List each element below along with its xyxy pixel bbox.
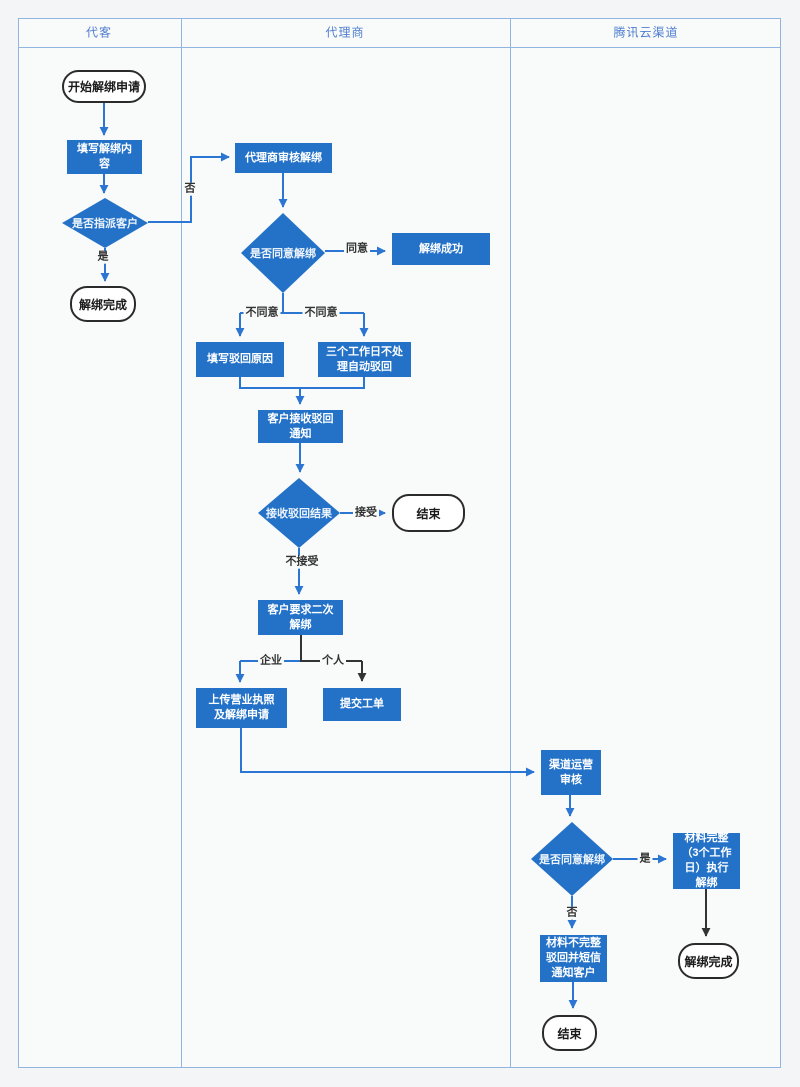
- node-label: 代理商审核解绑: [245, 151, 322, 164]
- edge-label-agree: 同意: [344, 242, 370, 256]
- node-unbind-success: 解绑成功: [392, 233, 490, 265]
- node-upload-license: 上传营业执照 及解绑申请: [196, 688, 287, 728]
- node-material-complete: 材料完整 （3个工作 日）执行 解绑: [673, 832, 740, 889]
- node-auto-reject: 三个工作日不处 理自动驳回: [318, 342, 411, 377]
- edge-label-yes: 是: [95, 250, 111, 264]
- node-label: 客户接收驳回 通知: [267, 412, 334, 440]
- node-label: 解绑完成: [684, 954, 733, 969]
- lane-divider-1: [181, 19, 182, 1067]
- node-label: 三个工作日不处 理自动驳回: [326, 345, 403, 373]
- node-label: 材料完整 （3个工作 日）执行 解绑: [681, 832, 732, 889]
- edge-label-not-accept: 不接受: [283, 555, 321, 569]
- node-start-terminator: 开始解绑申请: [62, 70, 146, 103]
- node-label: 是否指派客户: [72, 218, 138, 230]
- lane-header-agent: 代理商: [325, 25, 365, 40]
- node-label: 材料不完整 驳回并短信 通知客户: [546, 937, 601, 979]
- header-divider: [19, 47, 780, 48]
- node-done-terminator: 解绑完成: [70, 286, 136, 322]
- lane-header-tencent-channel: 腾讯云渠道: [613, 25, 679, 40]
- node-label: 上传营业执照 及解绑申请: [208, 694, 275, 721]
- node-label: 解绑成功: [419, 242, 463, 255]
- node-label: 填写驳回原因: [207, 353, 273, 366]
- node-label: 填写解绑内 容: [77, 143, 132, 170]
- node-material-incomplete: 材料不完整 驳回并短信 通知客户: [540, 935, 607, 982]
- node-receive-notice: 客户接收驳回 通知: [258, 410, 343, 443]
- edge-label-personal: 个人: [320, 654, 346, 668]
- node-agent-review: 代理商审核解绑: [235, 143, 332, 173]
- edge-label-disagree-left: 不同意: [243, 306, 281, 320]
- lane-header-customer: 代客: [85, 25, 113, 40]
- node-label: 结束: [557, 1026, 582, 1041]
- edge-reject-merge: [239, 377, 365, 389]
- node-label: 是否同意解绑: [539, 854, 605, 866]
- node-label: 提交工单: [340, 698, 384, 711]
- node-fill-content: 填写解绑内 容: [67, 140, 142, 174]
- edge-label-yes-material: 是: [637, 852, 653, 866]
- edge-label-no-material: 否: [564, 906, 580, 920]
- node-label: 渠道运营 审核: [549, 758, 593, 786]
- lane-divider-2: [510, 19, 511, 1067]
- node-done2-terminator: 解绑完成: [678, 943, 739, 979]
- edge-label-enterprise: 企业: [258, 654, 284, 668]
- node-end-terminator: 结束: [392, 494, 465, 532]
- node-label: 开始解绑申请: [67, 80, 140, 94]
- node-channel-review: 渠道运营 审核: [541, 750, 601, 795]
- node-label: 结束: [416, 506, 441, 521]
- node-label: 解绑完成: [78, 297, 127, 312]
- node-second-unbind: 客户要求二次 解绑: [258, 600, 343, 635]
- edge-label-accept: 接受: [353, 506, 379, 520]
- node-label: 是否同意解绑: [250, 248, 316, 260]
- node-label: 客户要求二次 解绑: [267, 603, 334, 631]
- swimlane-frame: [18, 18, 781, 1068]
- edge-label-no: 否: [182, 182, 198, 196]
- node-label: 接收驳回结果: [266, 508, 332, 520]
- node-submit-ticket: 提交工单: [323, 688, 401, 721]
- edge-label-disagree-right: 不同意: [302, 306, 340, 320]
- node-fill-reject-reason: 填写驳回原因: [196, 342, 284, 377]
- node-end2-terminator: 结束: [542, 1015, 597, 1051]
- edge-upload-to-channel: [240, 728, 535, 777]
